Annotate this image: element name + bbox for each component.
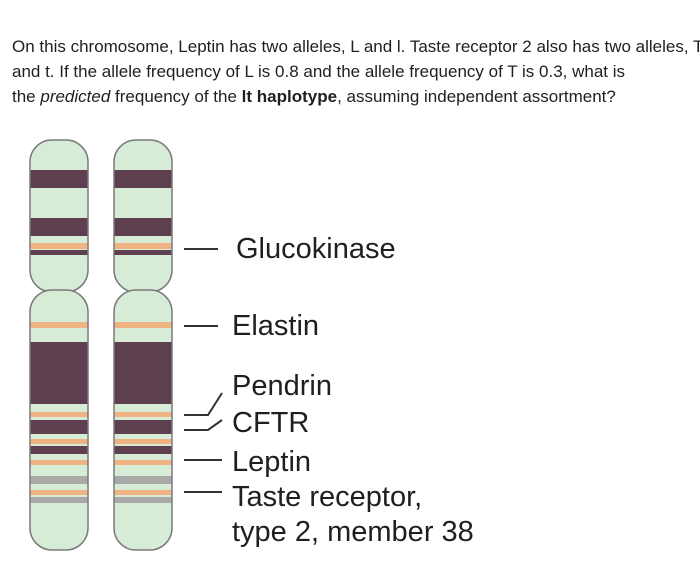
band-dark — [114, 342, 172, 404]
gene-label-cftr: CFTR — [232, 407, 310, 439]
band-dark — [30, 446, 88, 454]
question-line-3-start: the — [12, 87, 41, 106]
band-orange — [114, 322, 172, 328]
band-orange — [30, 439, 88, 444]
chromatid-left-upper-arm — [29, 139, 89, 293]
leader-line-cftr — [184, 419, 223, 431]
chromatid-right-upper-body — [114, 140, 172, 292]
band-orange — [30, 490, 88, 495]
leader-line-pendrin — [184, 392, 223, 416]
chromosome-figure: Glucokinase Elastin Pendrin CFTR Leptin … — [0, 130, 700, 577]
question-line-3: the predicted frequency of the lt haplot… — [12, 84, 696, 109]
gene-label-leptin: Leptin — [232, 446, 312, 478]
question-line-3-end: , assuming independent assortment? — [337, 87, 616, 106]
question-line-1: On this chromosome, Leptin has two allel… — [12, 37, 700, 56]
predicted-emphasis: predicted — [40, 87, 111, 106]
band-gray — [114, 476, 172, 484]
band-orange — [114, 460, 172, 465]
question-line-3-mid: frequency of the — [110, 87, 242, 106]
band-orange — [30, 460, 88, 465]
gene-label-taste-receptor-line1: Taste receptor, — [232, 481, 423, 513]
chromatid-right-upper-bands — [114, 170, 172, 255]
band-gray — [30, 476, 88, 484]
chromatid-right-lower-arm — [113, 289, 173, 551]
band-orange — [114, 439, 172, 444]
band-gray — [114, 497, 172, 503]
band-dark — [30, 342, 88, 404]
gene-label-elastin: Elastin — [232, 310, 320, 342]
chromatid-left-lower-bands — [30, 322, 88, 503]
band-dark — [114, 218, 172, 236]
band-orange — [30, 322, 88, 328]
haplotype-bold: lt haplotype — [241, 87, 338, 106]
band-orange — [114, 412, 172, 417]
band-orange — [30, 412, 88, 417]
chromosome-diagram — [29, 139, 223, 551]
question-line-2: and t. If the allele frequency of L is 0… — [12, 62, 626, 81]
band-dark — [30, 250, 88, 255]
chromatid-left — [29, 139, 89, 551]
band-gray — [30, 497, 88, 503]
chromatid-right-lower-bands — [114, 322, 172, 503]
gene-label-pendrin: Pendrin — [232, 370, 332, 402]
gene-label-taste-receptor-line2: type 2, member 38 — [232, 516, 474, 548]
band-orange — [114, 243, 172, 249]
question-text: On this chromosome, Leptin has two allel… — [12, 34, 700, 109]
band-dark — [114, 420, 172, 434]
gene-leader-lines — [184, 248, 223, 493]
chromatid-left-lower-arm — [29, 289, 89, 551]
chromatid-left-upper-bands — [30, 170, 88, 255]
chromatid-right-lower-outline — [113, 289, 173, 551]
chromatid-left-lower-outline — [29, 289, 89, 551]
gene-label-glucokinase: Glucokinase — [236, 233, 396, 265]
band-dark — [114, 170, 172, 188]
band-dark — [114, 446, 172, 454]
chromatid-left-upper-body — [30, 140, 88, 292]
band-orange — [114, 490, 172, 495]
band-dark — [114, 250, 172, 255]
chromatid-right-upper-arm — [113, 139, 173, 293]
band-dark — [30, 218, 88, 236]
band-dark — [30, 170, 88, 188]
chromatid-right — [113, 139, 173, 551]
band-orange — [30, 243, 88, 249]
band-dark — [30, 420, 88, 434]
